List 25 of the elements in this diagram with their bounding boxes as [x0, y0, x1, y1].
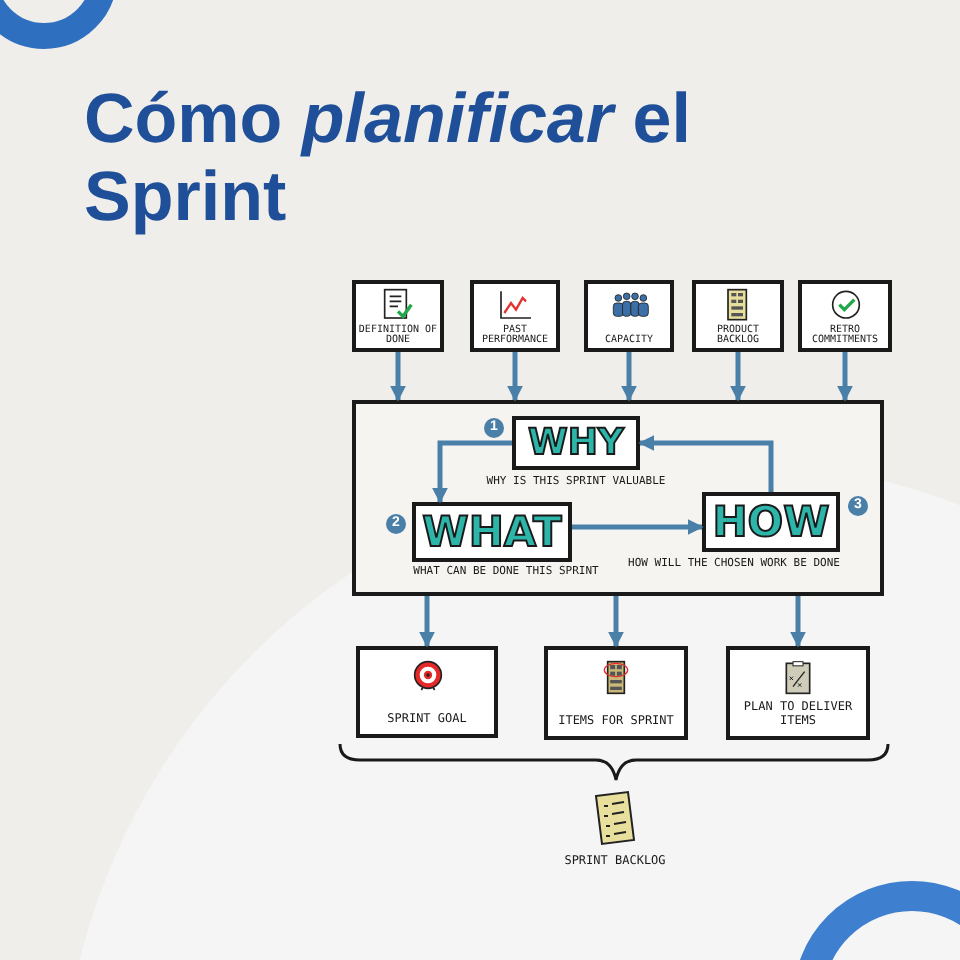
planning-frame [352, 400, 884, 596]
arrow [390, 352, 406, 402]
output-card [544, 646, 688, 740]
arrow [419, 596, 435, 648]
arrow [608, 596, 624, 648]
heading: HOW [710, 496, 832, 548]
arrow [507, 352, 523, 402]
heading: WHY [526, 420, 626, 466]
arrow [621, 352, 637, 402]
heading: WHAT [420, 506, 564, 558]
input-card [798, 280, 892, 352]
input-card [470, 280, 560, 352]
arrow [432, 440, 512, 504]
arrow [730, 352, 746, 402]
arrow [837, 352, 853, 402]
question-box [512, 416, 640, 470]
input-card [584, 280, 674, 352]
arrow [572, 519, 704, 535]
input-card [692, 280, 784, 352]
arrow [790, 596, 806, 648]
arrow [638, 435, 774, 492]
input-card [352, 280, 444, 352]
output-card [356, 646, 498, 738]
output-card [726, 646, 870, 740]
title: Cómo planificar el Sprint [84, 80, 693, 237]
